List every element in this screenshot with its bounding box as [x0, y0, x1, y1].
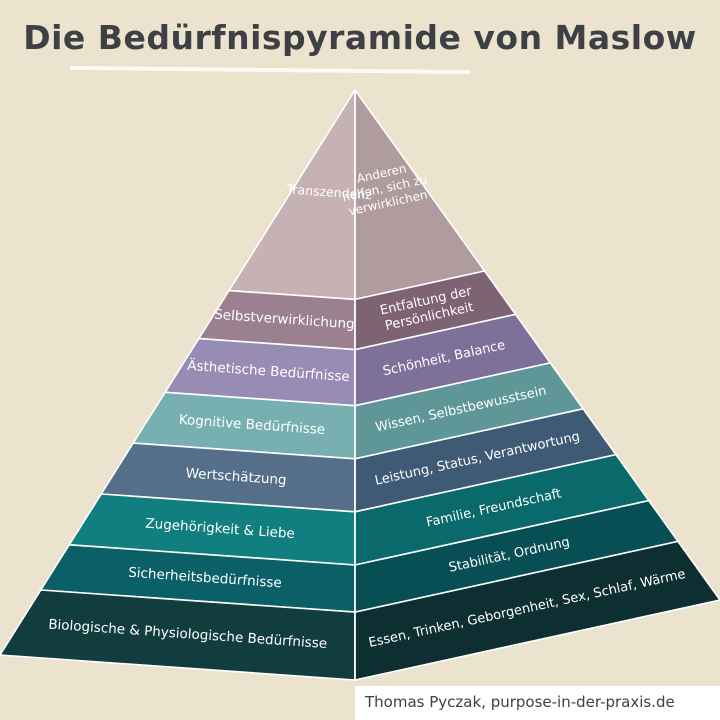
level-1-name: Transzendenz [285, 181, 373, 202]
page-title: Die Bedürfnispyramide von Maslow [23, 18, 697, 57]
credit-text: Thomas Pyczak, purpose-in-der-praxis.de [365, 693, 675, 711]
level-5-name: Wertschätzung [185, 465, 287, 488]
credit-box [355, 686, 720, 720]
